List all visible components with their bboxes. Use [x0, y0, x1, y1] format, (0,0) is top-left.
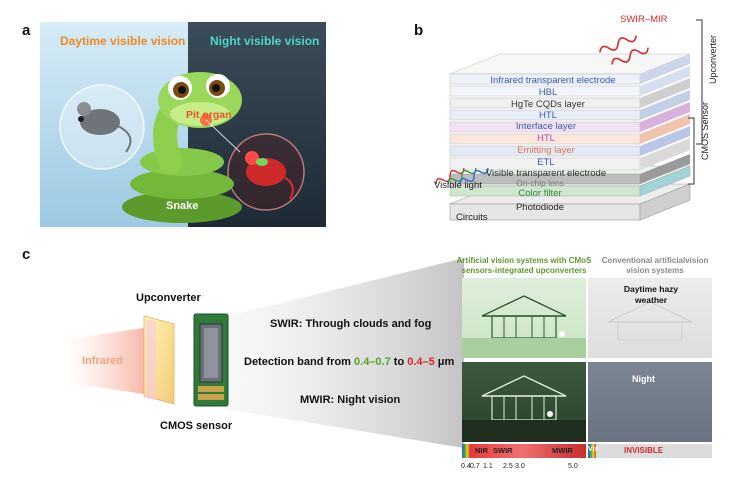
layer-label: Interface layer	[515, 121, 577, 132]
cmos-sensor-label: CMOS sensor	[160, 420, 233, 432]
pit-organ-label: Pit organ	[186, 109, 232, 121]
swir-label: SWIR	[493, 446, 513, 455]
band-unit: μm	[434, 356, 455, 368]
layer-label: Color filter	[518, 188, 562, 199]
upconverter-side-label: Upconverter	[708, 34, 718, 84]
panel-c-label: c	[22, 246, 31, 263]
detection-band: Detection band from 0.4–0.7 to 0.4–5 μm	[244, 356, 454, 368]
device-stack-diagram	[435, 19, 703, 221]
infrared-label: Infrared	[82, 355, 123, 367]
upconverter-bracket	[696, 19, 703, 145]
layer-label: Photodiode	[515, 202, 565, 213]
conventional-night-image	[588, 362, 712, 442]
panel-a-label: a	[22, 22, 31, 39]
invisible-label: INVISIBLE	[624, 446, 664, 455]
conventional-visible-segment	[588, 444, 596, 458]
nir-label: NIR	[475, 446, 488, 455]
layer-label: Visible transparent electrode	[485, 168, 607, 179]
snake-illustration	[59, 72, 305, 223]
layer-label: Emitting layer	[517, 145, 575, 156]
infrared-beam	[64, 328, 144, 394]
layer-label: HBL	[538, 87, 558, 98]
spectrum-tick: 0.7	[470, 463, 480, 470]
band-to: to	[390, 356, 408, 368]
spectrum-tick: 2.5	[503, 463, 513, 470]
vis-label: Vis	[588, 446, 599, 453]
layer-label: On-chip lens	[516, 178, 564, 188]
swir-mir-label: SWIR–MIR	[620, 14, 668, 25]
visible-segment	[462, 444, 470, 458]
night-title: Night visible vision	[210, 34, 320, 48]
device-illustration	[64, 313, 229, 407]
daytime-mouse-icon	[77, 102, 132, 153]
visible-wave-icon	[435, 167, 489, 185]
panel-b-label: b	[414, 22, 424, 39]
band-prefix: Detection band from	[244, 356, 355, 368]
spectrum-tick: 3.0	[515, 463, 525, 470]
night-label: Night	[632, 374, 655, 384]
mwir-description: MWIR: Night vision	[300, 394, 401, 406]
layer-label: ETL	[537, 157, 555, 168]
spectrum-tick: 1.1	[483, 463, 493, 470]
layer-label: HgTe CQDs layer	[511, 99, 585, 110]
daytime-title: Daytime visible vision	[60, 34, 186, 48]
invisible-segment	[596, 444, 712, 458]
snake-label: Snake	[166, 200, 199, 212]
daytime-hazy-label: Daytime hazy weather	[623, 284, 679, 305]
cmos-chip-icon	[193, 313, 229, 407]
band-visible: 0.4–0.7	[354, 356, 391, 368]
snake-icon	[122, 72, 242, 223]
cmos-bracket	[688, 117, 695, 185]
night-mouse-icon	[245, 151, 294, 200]
upconverter-night-image	[462, 362, 586, 442]
layer-label: Infrared transparent electrode	[490, 75, 616, 86]
layer-label: HTL	[537, 133, 555, 144]
ir-segment	[470, 444, 586, 458]
upconverter-title: Upconverter	[136, 292, 201, 304]
artificial-column-title: Artificial vision systems with CMoS sens…	[456, 256, 592, 275]
circuits-label: Circuits	[456, 212, 488, 223]
upconverter-daytime-image	[462, 278, 586, 358]
mwir-label: MWIR	[552, 446, 573, 455]
conventional-daytime-image	[588, 278, 712, 358]
swir-description: SWIR: Through clouds and fog	[270, 318, 432, 330]
cmos-side-label: CMOS Sensor	[700, 101, 710, 160]
band-infrared: 0.4–5	[407, 356, 435, 368]
conventional-column-title: Conventional artificialvision vision sys…	[601, 256, 709, 275]
layer-label: HTL	[539, 110, 557, 121]
ir-wave-icon	[599, 35, 649, 65]
spectrum-tick: 0.4	[461, 463, 471, 470]
detection-beam	[220, 258, 464, 448]
visible-light-label: Visible light	[434, 180, 482, 191]
spectrum-tick: 5.0	[568, 463, 578, 470]
layer-stack	[449, 53, 691, 221]
